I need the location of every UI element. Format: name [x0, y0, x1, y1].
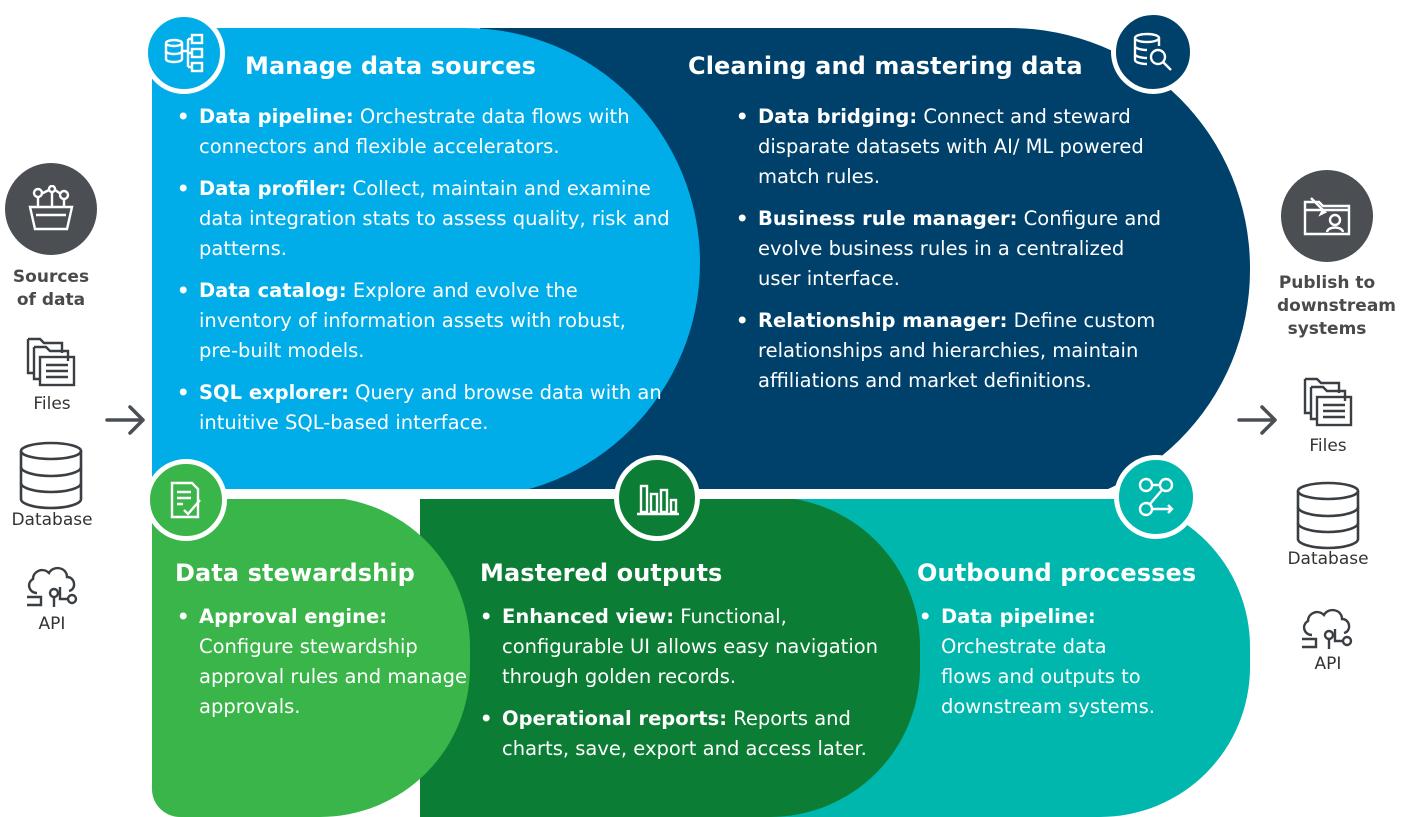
files-label: Files [33, 394, 71, 414]
list-item: Data pipeline: Orchestrate data flows an… [917, 602, 1157, 722]
list-item: Data pipeline: Orchestrate data flows wi… [175, 102, 670, 162]
stewardship-title: Data stewardship [175, 559, 415, 587]
list-item: Enhanced view: Functional, configurable … [478, 602, 898, 692]
stewardship-list: Approval engine: Configure stewardship a… [175, 602, 475, 734]
files-icon [1301, 373, 1357, 433]
item-term: Data profiler: [199, 177, 347, 200]
list-item: Business rule manager: Configure and evo… [734, 204, 1164, 294]
item-desc: Orchestrate data flows and outputs to do… [941, 635, 1156, 718]
database-label: Database [11, 510, 93, 530]
cloud-api-icon [1298, 605, 1360, 655]
item-desc: Functional, configurable UI allows easy … [502, 605, 879, 688]
sources-heading: Sources of data [12, 267, 90, 310]
list-item: Approval engine: Configure stewardship a… [175, 602, 475, 722]
bar-chart-icon [614, 455, 700, 541]
list-item: SQL explorer: Query and browse data with… [175, 378, 670, 438]
mastered-list: Enhanced view: Functional, configurable … [478, 602, 898, 776]
files-icon [24, 333, 80, 393]
api-label: API [38, 614, 66, 634]
item-desc: Connect and steward disparate datasets w… [758, 105, 1144, 188]
checklist-icon [145, 459, 227, 541]
manage-list: Data pipeline: Orchestrate data flows wi… [175, 102, 670, 450]
item-term: Relationship manager: [758, 309, 1008, 332]
list-item: Data catalog: Explore and evolve the inv… [175, 276, 670, 366]
cloud-api-icon [23, 563, 85, 613]
database-icon [16, 441, 86, 515]
item-desc: Define custom relationships and hierarch… [758, 309, 1156, 392]
item-term: Data pipeline: [199, 105, 354, 128]
list-item: Relationship manager: Define custom rela… [734, 306, 1164, 396]
list-item: Operational reports: Reports and charts,… [478, 704, 898, 764]
item-desc: Collect, maintain and examine data integ… [199, 177, 670, 260]
manage-title: Manage data sources [245, 52, 536, 80]
cleaning-list: Data bridging: Connect and steward dispa… [734, 102, 1164, 408]
item-term: Operational reports: [502, 707, 727, 730]
item-term: Enhanced view: [502, 605, 675, 628]
item-term: Data bridging: [758, 105, 918, 128]
item-term: Data pipeline: [941, 605, 1096, 628]
api-label: API [1314, 654, 1342, 674]
item-term: Data catalog: [199, 279, 347, 302]
item-desc: Query and browse data with an intuitive … [199, 381, 662, 434]
database-search-icon [1111, 10, 1195, 94]
basket-network-icon [5, 163, 97, 255]
item-desc: Configure and evolve business rules in a… [758, 207, 1162, 290]
item-desc: Reports and charts, save, export and acc… [502, 707, 867, 760]
item-desc: Explore and evolve the inventory of info… [199, 279, 626, 362]
outbound-title: Outbound processes [917, 559, 1197, 587]
list-item: Data bridging: Connect and steward dispa… [734, 102, 1164, 192]
item-term: Approval engine: [199, 605, 388, 628]
arrow-right-icon [104, 402, 148, 442]
arrow-right-icon [1236, 402, 1280, 442]
item-term: Business rule manager: [758, 207, 1018, 230]
cleaning-title: Cleaning and mastering data [688, 52, 1083, 80]
flow-route-icon [1114, 455, 1198, 539]
database-hierarchy-icon [143, 12, 225, 94]
item-desc: Configure stewardship approval rules and… [199, 635, 467, 718]
outbound-list: Data pipeline: Orchestrate data flows an… [917, 602, 1157, 734]
item-term: SQL explorer: [199, 381, 349, 404]
list-item: Data profiler: Collect, maintain and exa… [175, 174, 670, 264]
database-icon [1293, 481, 1363, 555]
publish-heading: Publish to downstream systems [1277, 273, 1396, 339]
publish-user-icon [1281, 170, 1373, 262]
mastered-title: Mastered outputs [480, 559, 723, 587]
item-desc: Orchestrate data flows with connectors a… [199, 105, 630, 158]
database-label: Database [1287, 549, 1369, 569]
row-separator [152, 489, 1252, 499]
files-label: Files [1309, 436, 1347, 456]
